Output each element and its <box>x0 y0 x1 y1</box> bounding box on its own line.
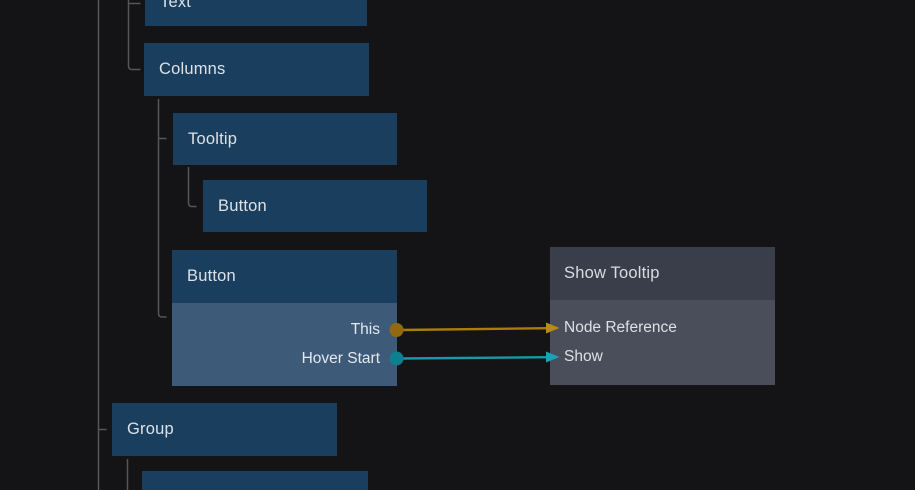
layer-node-label: Button <box>218 196 267 215</box>
tree-elbow-button <box>157 99 167 318</box>
port-dot-this-icon[interactable] <box>389 323 404 337</box>
layer-node-clipped-bottom[interactable] <box>142 471 368 490</box>
port-dot-hover-start-icon[interactable] <box>389 351 404 366</box>
layer-node-label: Columns <box>159 60 226 78</box>
layer-node-group[interactable]: Group <box>112 403 337 456</box>
port-row-this[interactable]: This <box>350 321 380 338</box>
action-block-title: Show Tooltip <box>564 264 660 282</box>
action-block-body: Node Reference Show <box>550 300 775 385</box>
layer-node-columns[interactable]: Columns <box>144 43 369 96</box>
connection-line-teal <box>399 356 549 360</box>
layer-node-label: Text <box>160 0 192 11</box>
connection-this-to-node-reference <box>389 322 560 337</box>
arrowhead-orange-icon <box>546 322 560 334</box>
layer-node-tooltip[interactable]: Tooltip <box>173 113 397 165</box>
arrowhead-teal-icon <box>546 351 560 363</box>
layer-node-button[interactable]: Button <box>172 250 397 303</box>
tree-elbow-columns <box>127 0 141 71</box>
action-block-show-tooltip[interactable]: Show Tooltip Node Reference Show <box>550 247 775 385</box>
port-row-hover-start[interactable]: Hover Start <box>301 350 380 367</box>
layer-node-label: Tooltip <box>188 129 238 148</box>
action-block-header[interactable]: Show Tooltip <box>550 247 775 300</box>
tree-elbow-button-child <box>187 167 197 208</box>
action-row-show[interactable]: Show <box>564 348 603 365</box>
connection-hover-start-to-show <box>389 351 560 366</box>
layer-node-label: Group <box>127 420 174 438</box>
layer-node-text[interactable]: Text <box>145 0 367 26</box>
action-row-node-reference[interactable]: Node Reference <box>564 319 677 336</box>
layer-node-button-child[interactable]: Button <box>203 180 427 232</box>
connection-line-orange <box>399 327 549 332</box>
button-event-ports-panel: This Hover Start <box>172 303 397 386</box>
layer-node-label: Button <box>187 267 236 285</box>
